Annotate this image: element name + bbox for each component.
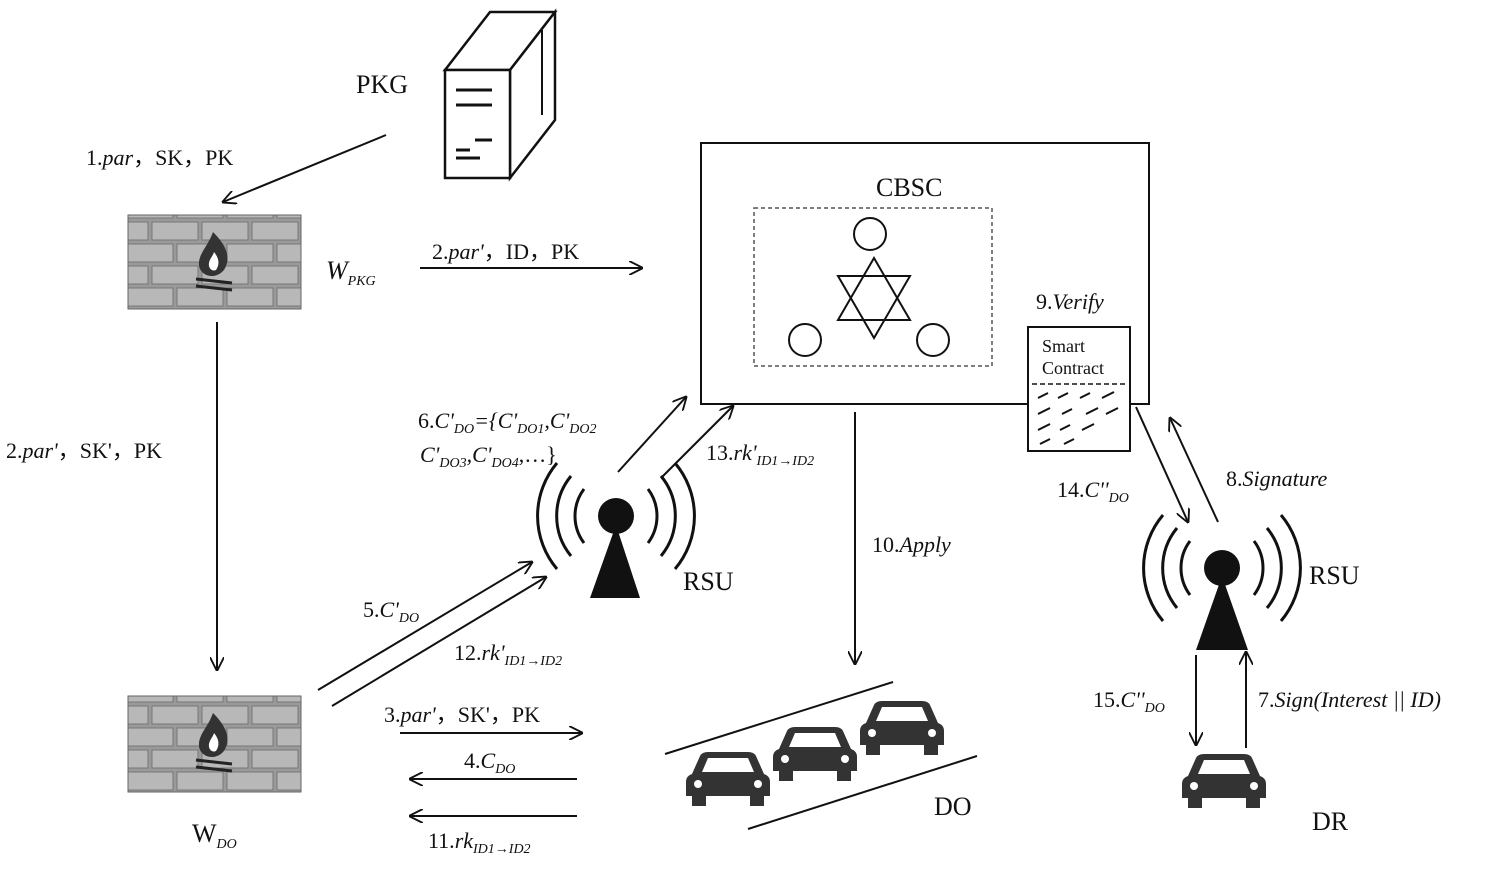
smart-contract-label-1: Smart [1042, 336, 1085, 356]
pkg-label: PKG [356, 70, 408, 99]
label-step-5: 5.C'DO [363, 597, 419, 626]
label-step-2-down: 2.par'，SK'，PK [6, 438, 162, 463]
label-step-13: 13.rk'ID1→ID2 [706, 440, 814, 469]
rsu-right-label: RSU [1309, 561, 1360, 590]
label-step-6-line1: 6.C'DO={C'DO1,C'DO2 [418, 408, 597, 437]
firewall-do-icon [127, 695, 302, 793]
car-icon [1182, 754, 1266, 808]
rsu-right-icon [1142, 514, 1302, 650]
consensus-nodes-icon [788, 217, 950, 357]
arrow-14 [1135, 406, 1188, 522]
label-step-11: 11.rkID1→ID2 [428, 828, 531, 857]
label-step-9: 9.Verify [1036, 289, 1104, 314]
label-step-3: 3.par'，SK'，PK [384, 702, 540, 727]
arrow-8 [1170, 418, 1219, 523]
label-step-1: 1.par，SK，PK [86, 145, 233, 170]
smart-contract-label-2: Contract [1042, 358, 1104, 378]
w-do-label: WDO [192, 819, 237, 852]
smart-contract-icon [1027, 326, 1131, 452]
firewall-pkg-icon [127, 214, 302, 310]
label-step-8: 8.Signature [1226, 466, 1327, 491]
arrow-6 [617, 397, 686, 473]
arrow-1 [223, 134, 387, 202]
cbsc-label: CBSC [876, 173, 943, 202]
car-icon [773, 727, 857, 781]
w-pkg-label: WPKG [326, 256, 376, 289]
label-step-14: 14.C''DO [1057, 477, 1129, 506]
arrow-12 [331, 577, 546, 707]
do-road [664, 681, 978, 830]
arrow-13 [660, 406, 733, 479]
label-step-12: 12.rk'ID1→ID2 [454, 640, 562, 669]
do-label: DO [934, 792, 972, 821]
rsu-left-icon [536, 462, 696, 598]
label-step-10: 10.Apply [872, 532, 951, 557]
label-step-4: 4.CDO [464, 748, 515, 777]
label-step-15: 15.C''DO [1093, 687, 1165, 716]
arrow-5 [317, 562, 532, 691]
rsu-left-label: RSU [683, 567, 734, 596]
label-step-7: 7.Sign(Interest || ID) [1258, 687, 1441, 712]
car-icon [860, 701, 944, 755]
pkg-server-icon [442, 8, 558, 182]
dr-label: DR [1312, 807, 1349, 836]
cbsc-inner-dashed [753, 207, 993, 367]
label-step-6-line2: C'DO3,C'DO4,…} [420, 442, 557, 471]
car-icon [686, 752, 770, 806]
label-step-2-right: 2.par'，ID，PK [432, 239, 579, 264]
